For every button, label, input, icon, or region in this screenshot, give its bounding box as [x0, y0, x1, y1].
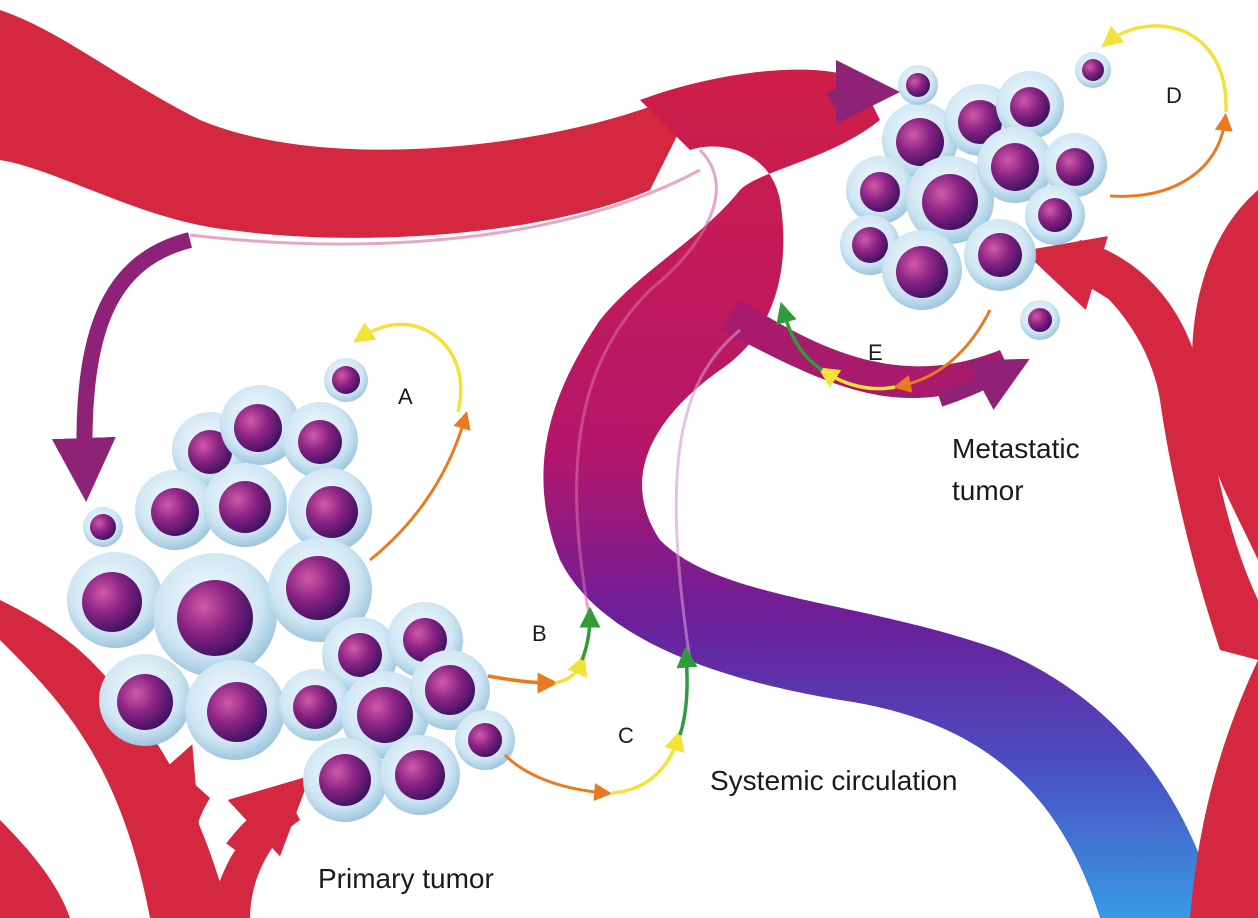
tumor-cell — [67, 552, 163, 648]
label-metastatic-tumor-line2: tumor — [952, 475, 1024, 506]
tumor-cell — [455, 710, 515, 770]
tumor-cell — [99, 654, 191, 746]
pathway-c-orange-icon — [505, 755, 605, 793]
pathway-b-yellow-icon — [555, 662, 582, 683]
pathway-a-orange-icon — [370, 418, 465, 560]
tumor-cell — [185, 660, 285, 760]
detached-cell — [83, 507, 123, 547]
detached-cell — [324, 358, 368, 402]
lower-left-artery-2 — [0, 820, 70, 918]
tumor-cell — [135, 470, 215, 550]
label-primary-tumor: Primary tumor — [318, 863, 494, 894]
label-systemic-circulation: Systemic circulation — [710, 765, 957, 796]
pathway-b-orange-icon — [488, 676, 550, 683]
upper-left-artery — [0, 10, 700, 238]
label-a: A — [398, 384, 413, 409]
label-metastatic-tumor-line1: Metastatic — [952, 433, 1080, 464]
tumor-cell — [282, 402, 358, 478]
label-c: C — [618, 723, 634, 748]
tumor-cell — [203, 463, 287, 547]
flow-arrow-to-metastasis-top-icon — [830, 92, 868, 100]
tumor-cell — [1025, 185, 1085, 245]
label-e: E — [868, 340, 883, 365]
tumor-cell — [380, 735, 460, 815]
pathway-d-orange-icon — [1110, 120, 1225, 196]
tumor-cell — [964, 219, 1036, 291]
tumor-cell — [279, 669, 351, 741]
pathway-b-green-icon — [582, 615, 590, 660]
tumor-cell — [303, 738, 387, 822]
label-b: B — [532, 621, 547, 646]
detached-cell — [1075, 52, 1111, 88]
detached-cell — [1020, 300, 1060, 340]
pathway-c-green-icon — [680, 655, 687, 735]
tumor-cell — [882, 230, 962, 310]
flow-arrow-to-primary-icon — [84, 240, 190, 470]
right-lower-artery — [1190, 660, 1258, 918]
metastatic-tumor-cluster — [840, 52, 1111, 340]
label-d: D — [1166, 83, 1182, 108]
detached-cell — [898, 65, 938, 105]
tumor-cell — [846, 156, 914, 224]
tumor-cell — [153, 553, 277, 677]
